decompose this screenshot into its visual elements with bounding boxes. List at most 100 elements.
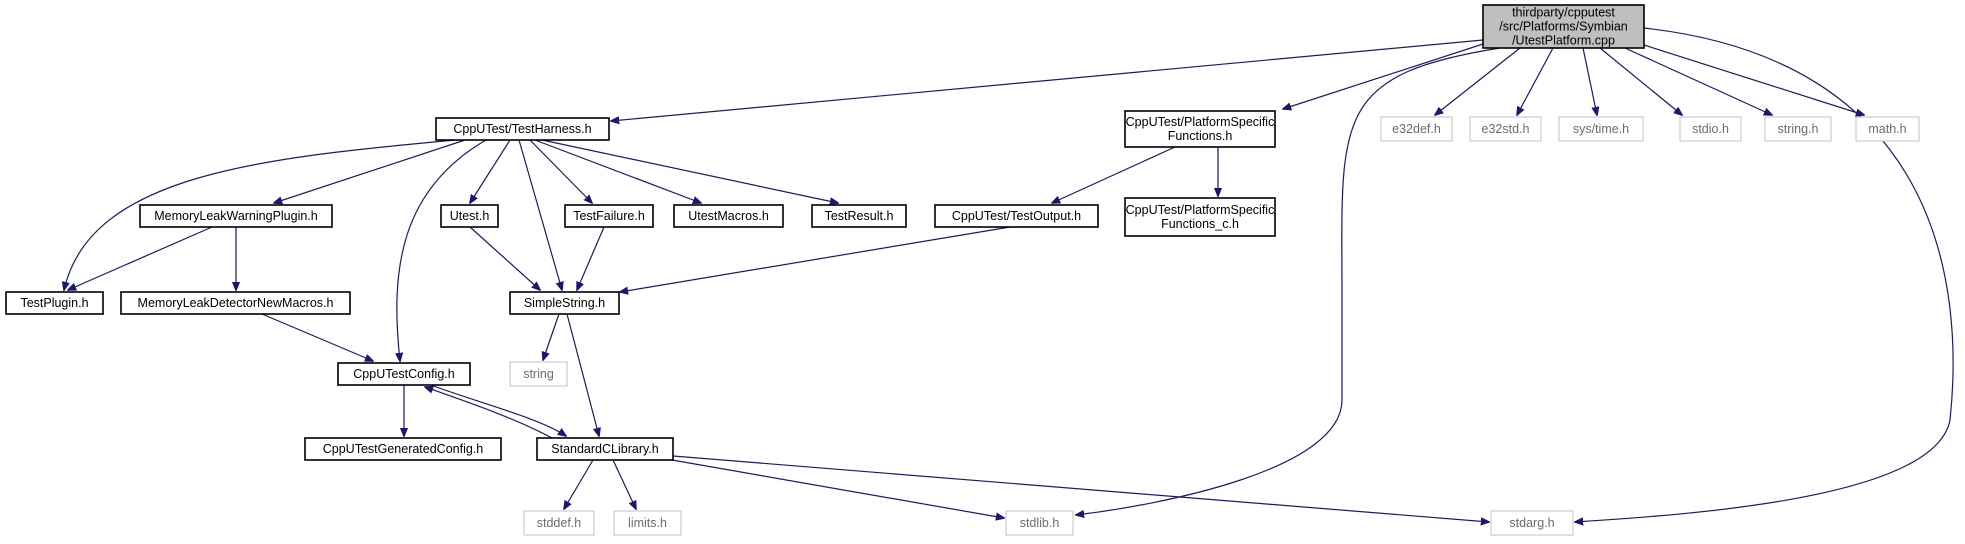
node-label: MemoryLeakDetectorNewMacros.h xyxy=(138,296,334,310)
node-stdclib[interactable]: StandardCLibrary.h xyxy=(536,437,674,461)
node-testoutput[interactable]: CppUTest/TestOutput.h xyxy=(934,204,1099,228)
edge-line xyxy=(671,459,1004,518)
node-box xyxy=(934,204,1099,228)
edge-mlwp-to-testplugin xyxy=(68,226,213,290)
edge-line xyxy=(672,455,1489,522)
edge-testharness-to-testfailure xyxy=(529,139,592,203)
node-box xyxy=(509,291,620,315)
edge-line xyxy=(64,139,456,290)
node-label: string.h xyxy=(1778,122,1819,136)
edge-simplestring-to-stdclib xyxy=(566,313,599,436)
node-label: stdio.h xyxy=(1692,122,1729,136)
edge-line xyxy=(543,313,560,360)
edge-line xyxy=(577,226,605,290)
node-box xyxy=(440,204,499,228)
edge-stdclib-to-limits xyxy=(612,459,636,509)
node-box xyxy=(1124,110,1276,148)
edge-testharness-to-utest xyxy=(470,139,511,203)
edge-line xyxy=(566,313,599,436)
edge-testharness-to-mlwp xyxy=(274,139,466,203)
node-label: CppUTestConfig.h xyxy=(353,367,454,381)
node-utestmacros[interactable]: UtestMacros.h xyxy=(673,204,784,228)
node-utest[interactable]: Utest.h xyxy=(440,204,499,228)
edge-line xyxy=(425,387,553,439)
node-label: Utest.h xyxy=(450,209,490,223)
node-label: stddef.h xyxy=(537,516,582,530)
node-label: TestFailure.h xyxy=(573,209,645,223)
edge-root-to-stdarg xyxy=(1575,27,1954,522)
node-simplestring[interactable]: SimpleString.h xyxy=(509,291,620,315)
edge-line xyxy=(1643,44,1864,115)
node-testresult[interactable]: TestResult.h xyxy=(811,204,907,228)
node-box xyxy=(536,437,674,461)
node-config[interactable]: CppUTestConfig.h xyxy=(337,362,471,386)
edge-psf-to-testoutput xyxy=(1052,146,1176,203)
edge-line xyxy=(1624,47,1772,115)
node-label: StandardCLibrary.h xyxy=(551,442,659,456)
node-label: TestPlugin.h xyxy=(20,296,88,310)
edge-line xyxy=(1076,47,1501,515)
node-label: string xyxy=(523,367,554,381)
edge-root-to-stdio xyxy=(1599,47,1682,115)
edge-stdclib-to-stdarg xyxy=(672,455,1489,522)
node-box xyxy=(523,510,595,536)
edge-testoutput-to-simplestring xyxy=(620,226,1011,292)
node-label: Functions.h xyxy=(1168,129,1233,143)
node-box xyxy=(1490,510,1574,536)
edge-root-to-e32std xyxy=(1517,47,1554,115)
node-mldnm[interactable]: MemoryLeakDetectorNewMacros.h xyxy=(120,291,351,315)
edge-config-to-stdclib xyxy=(430,384,566,436)
edges-layer xyxy=(64,27,1954,522)
node-box xyxy=(304,437,502,461)
edge-root-to-stdlib xyxy=(1076,47,1501,515)
node-label: sys/time.h xyxy=(1573,122,1629,136)
edge-root-to-mathh xyxy=(1643,44,1864,115)
node-box xyxy=(509,361,568,387)
node-stdarg: stdarg.h xyxy=(1490,510,1574,536)
edge-line xyxy=(1582,47,1597,115)
edge-line xyxy=(541,139,838,203)
node-testplugin[interactable]: TestPlugin.h xyxy=(5,291,104,315)
node-box xyxy=(5,291,104,315)
node-genconfig[interactable]: CppUTestGeneratedConfig.h xyxy=(304,437,502,461)
node-box xyxy=(613,510,682,536)
node-label: /UtestPlatform.cpp xyxy=(1512,34,1615,48)
edge-root-to-systime xyxy=(1582,47,1597,115)
edge-line xyxy=(430,384,566,436)
edge-line xyxy=(534,139,701,203)
edge-root-to-e32def xyxy=(1435,47,1521,115)
node-testfailure[interactable]: TestFailure.h xyxy=(564,204,654,228)
node-mlwp[interactable]: MemoryLeakWarningPlugin.h xyxy=(139,204,333,228)
edge-testharness-to-config xyxy=(397,139,487,361)
node-label: CppUTest/TestHarness.h xyxy=(453,122,591,136)
node-root[interactable]: thirdparty/cpputest/src/Platforms/Symbia… xyxy=(1482,4,1645,49)
edge-line xyxy=(274,139,466,203)
edge-testharness-to-testresult xyxy=(541,139,838,203)
node-box xyxy=(1679,116,1742,142)
edge-root-to-psf xyxy=(1283,43,1484,109)
edge-line xyxy=(564,459,594,509)
edge-line xyxy=(1435,47,1521,115)
node-stdlib: stdlib.h xyxy=(1005,510,1074,536)
edge-line xyxy=(620,226,1011,292)
node-e32std: e32std.h xyxy=(1469,116,1542,142)
edge-stdclib-to-stddef xyxy=(564,459,594,509)
edge-line xyxy=(261,313,373,361)
edge-line xyxy=(397,139,487,361)
node-stringlib: string xyxy=(509,361,568,387)
node-stdio: stdio.h xyxy=(1679,116,1742,142)
node-box xyxy=(1764,116,1832,142)
edge-stdclib-to-stdlib xyxy=(671,459,1004,518)
edge-stdclib-to-config xyxy=(425,387,553,439)
edge-line xyxy=(612,459,636,509)
edge-root-to-stringh xyxy=(1624,47,1772,115)
node-label: e32std.h xyxy=(1482,122,1530,136)
edge-line xyxy=(1575,27,1954,522)
node-testharness[interactable]: CppUTest/TestHarness.h xyxy=(435,117,610,141)
edge-testharness-to-utestmacros xyxy=(534,139,701,203)
node-box xyxy=(1469,116,1542,142)
node-label: math.h xyxy=(1868,122,1906,136)
